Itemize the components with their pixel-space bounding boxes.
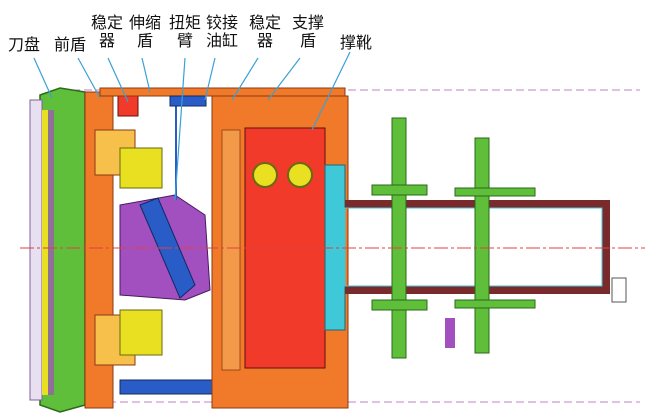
pointer-stabilizer-1 — [107, 57, 129, 103]
label-stabilizer-2-line2: 器 — [256, 31, 273, 50]
label-articulation-cylinder-line1: 铰接 — [205, 13, 238, 32]
rear-frame-end — [602, 200, 610, 294]
label-support-shield-line2: 盾 — [299, 31, 316, 50]
rear-frame-outline — [344, 207, 603, 287]
cutterhead-yellow-band — [42, 110, 48, 395]
rear-support-2-crossbar-lower — [454, 299, 536, 309]
rear-support-1-crossbar-lower — [371, 299, 428, 311]
label-gripper-shoe: 撑靴 — [340, 33, 373, 52]
pointer-support-shield — [267, 57, 301, 101]
pointer-telescopic-shield — [141, 57, 151, 93]
label-stabilizer-1-line1: 稳定 — [90, 13, 123, 32]
label-articulation-cylinder: 铰接 油缸 — [204, 14, 240, 50]
label-articulation-cylinder-line2: 油缸 — [205, 31, 238, 50]
label-stabilizer-2: 稳定 器 — [247, 14, 283, 50]
rear-purple-bracket — [445, 318, 455, 348]
label-stabilizer-1-line2: 器 — [98, 31, 115, 50]
pointer-front-shield — [77, 57, 101, 99]
label-support-shield: 支撑 盾 — [290, 14, 326, 50]
label-telescopic-shield-line1: 伸缩 — [128, 13, 161, 32]
torque-arm-cylinder-bottom — [119, 379, 216, 395]
label-torque-arm-line2: 臂 — [176, 31, 193, 50]
label-stabilizer-1: 稳定 器 — [89, 14, 125, 50]
rear-support-1 — [391, 117, 407, 359]
pointer-articulation-cylinder — [204, 57, 216, 101]
cutterhead-rim — [29, 99, 43, 401]
support-shield-rib-1 — [221, 129, 241, 371]
gripper-circle-1 — [252, 162, 278, 188]
label-telescopic-shield: 伸缩 盾 — [127, 14, 163, 50]
label-front-shield: 前盾 — [54, 35, 87, 54]
label-support-shield-line1: 支撑 — [291, 13, 324, 32]
stabilizer-1-block — [117, 93, 139, 117]
gripper-circle-2 — [287, 162, 313, 188]
pointer-gripper-shoe — [311, 51, 351, 131]
pointer-torque-arm — [174, 57, 186, 201]
torque-arm-cylinder-top — [169, 95, 207, 107]
pointer-cutterhead — [33, 57, 53, 99]
label-torque-arm-line1: 扭矩 — [168, 13, 201, 32]
rear-support-2 — [474, 137, 490, 354]
rear-support-1-crossbar — [371, 184, 428, 196]
label-torque-arm: 扭矩 臂 — [167, 14, 203, 50]
label-telescopic-shield-line2: 盾 — [136, 31, 153, 50]
rear-support-2-crossbar — [454, 187, 536, 197]
yellow-unit-bottom — [119, 309, 163, 356]
label-stabilizer-2-line1: 稳定 — [248, 13, 281, 32]
yellow-unit-top — [119, 147, 163, 189]
label-cutterhead: 刀盘 — [8, 35, 41, 54]
rear-tail-element — [611, 277, 627, 303]
pointer-stabilizer-2 — [231, 57, 259, 101]
telescopic-shield-bar — [99, 87, 346, 97]
cutterhead-purple-band — [48, 110, 54, 395]
